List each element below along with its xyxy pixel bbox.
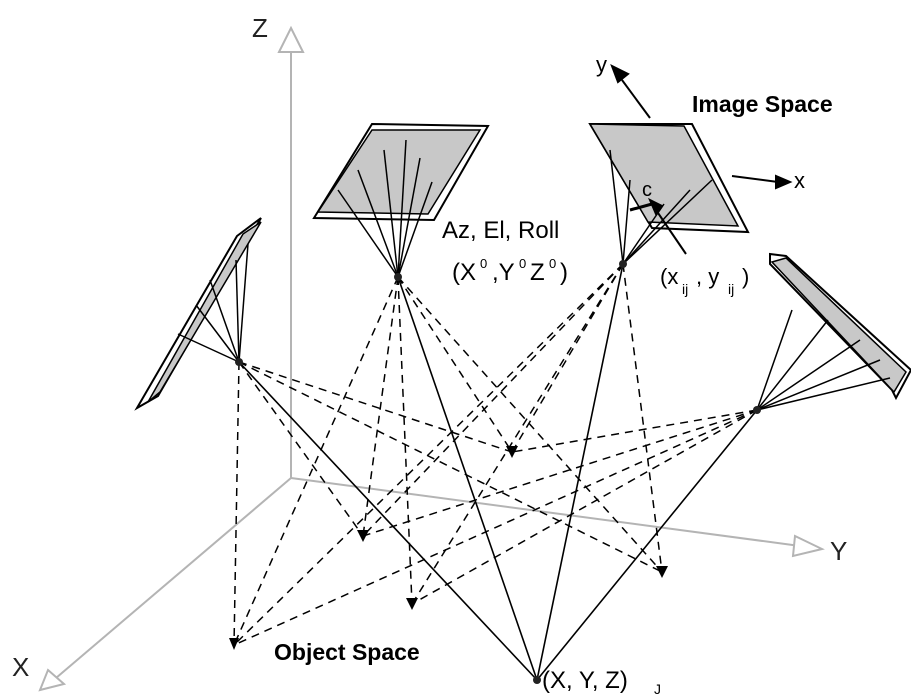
principal-point-label: c bbox=[642, 179, 652, 201]
world-axes bbox=[38, 25, 825, 692]
y-axis-line bbox=[290, 477, 801, 547]
ground-points bbox=[229, 446, 668, 650]
ray-center-right bbox=[536, 263, 624, 681]
image-point-arrowhead bbox=[648, 197, 664, 216]
x-axis-arrowhead bbox=[38, 668, 67, 692]
y-axis-label: Y bbox=[830, 536, 847, 566]
image-plates bbox=[134, 122, 911, 411]
ground-point-1 bbox=[229, 638, 239, 650]
svg-text:ij: ij bbox=[682, 281, 688, 297]
y-axis-arrowhead bbox=[791, 534, 825, 558]
image-point-label: (x ij , y ij ) bbox=[660, 264, 749, 297]
x-axis-label: X bbox=[12, 652, 29, 682]
x-axis-line bbox=[55, 477, 292, 679]
orientation-label: Az, El, Roll bbox=[442, 217, 559, 244]
image-ray-bundles bbox=[177, 139, 891, 411]
svg-text:(X: (X bbox=[452, 259, 476, 286]
ray-left bbox=[238, 361, 538, 681]
svg-text:(X, Y, Z): (X, Y, Z) bbox=[542, 667, 628, 694]
svg-text:, y: , y bbox=[696, 264, 719, 289]
ground-point-4 bbox=[656, 566, 668, 578]
ray-center-left bbox=[397, 276, 538, 681]
object-point bbox=[533, 676, 541, 684]
image-x-label: x bbox=[794, 168, 805, 193]
svg-text:0: 0 bbox=[480, 256, 487, 271]
svg-text:): ) bbox=[560, 259, 568, 286]
image-y-axis-line bbox=[621, 79, 651, 119]
perspective-centre-center-right bbox=[619, 260, 627, 268]
z-axis-label: Z bbox=[252, 13, 268, 43]
svg-text:Z: Z bbox=[530, 259, 545, 286]
camera-plate-left bbox=[134, 217, 262, 411]
perspective-centre-center-left bbox=[394, 273, 402, 281]
ground-point-2 bbox=[357, 530, 369, 542]
object-rays bbox=[238, 263, 758, 681]
svg-text:0: 0 bbox=[549, 256, 556, 271]
image-x-arrowhead bbox=[775, 174, 793, 190]
svg-text:ij: ij bbox=[728, 281, 734, 297]
svg-text:0: 0 bbox=[519, 256, 526, 271]
perspective-centre-right bbox=[753, 406, 761, 414]
object-space-label: Object Space bbox=[274, 639, 420, 665]
svg-text:(x: (x bbox=[660, 264, 678, 289]
image-y-label: y bbox=[596, 52, 607, 77]
camera-plate-center-left bbox=[312, 122, 490, 222]
perspective-centre-left bbox=[235, 358, 243, 366]
text-labels: Z Y X y x Image Space Object Space Az, E… bbox=[12, 13, 847, 697]
ray-right bbox=[536, 409, 758, 681]
svg-text:,Y: ,Y bbox=[492, 259, 515, 286]
camera-position-label: (X 0 ,Y 0 Z 0 ) bbox=[452, 256, 568, 286]
svg-text:): ) bbox=[742, 264, 749, 289]
image-y-arrowhead bbox=[610, 63, 630, 84]
image-x-axis-line bbox=[731, 175, 779, 183]
object-point-label: (X, Y, Z) J bbox=[542, 667, 661, 697]
principal-point-line bbox=[629, 202, 653, 212]
image-space-label: Image Space bbox=[692, 91, 833, 117]
image-point-pointer bbox=[655, 209, 687, 255]
ground-point-3 bbox=[406, 598, 418, 610]
camera-plate-center-right bbox=[588, 123, 750, 234]
z-axis-arrowhead bbox=[277, 25, 305, 53]
ground-point-5 bbox=[506, 446, 518, 458]
perspective-centres bbox=[235, 260, 761, 684]
svg-text:J: J bbox=[654, 681, 661, 697]
image-axes bbox=[610, 63, 793, 255]
ground-rays bbox=[233, 263, 758, 646]
